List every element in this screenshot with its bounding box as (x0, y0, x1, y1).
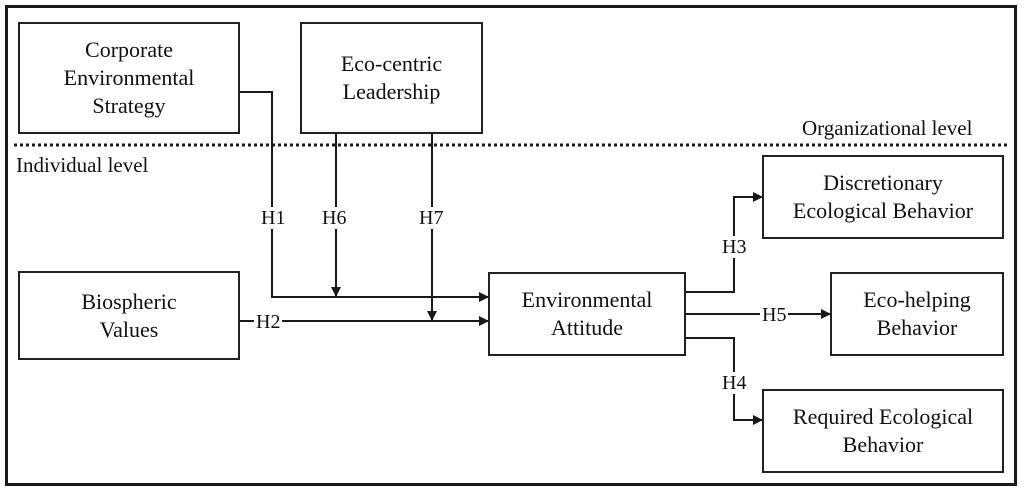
hypothesis-h1-label: H1 (259, 207, 288, 229)
hypothesis-h7-label: H7 (417, 207, 446, 229)
eco-helping-behavior-label: Eco-helping Behavior (863, 287, 971, 340)
environmental-attitude-label: Environmental Attitude (521, 287, 653, 340)
path-h1 (240, 91, 489, 302)
discretionary-ecological-behavior-box: Discretionary Ecological Behavior (762, 155, 1004, 239)
diagram-frame (5, 5, 1017, 486)
corporate-environmental-strategy-box: Corporate Environmental Strategy (18, 22, 240, 134)
organizational-level-label: Organizational level (802, 116, 973, 140)
hypothesis-h3-label: H3 (720, 236, 749, 258)
discretionary-ecological-behavior-label: Discretionary Ecological Behavior (792, 170, 974, 223)
hypothesis-h4-label: H4 (720, 372, 749, 394)
corporate-environmental-strategy-label: Corporate Environmental Strategy (63, 37, 195, 118)
biospheric-values-box: Biospheric Values (18, 271, 240, 360)
hypothesis-h6-label: H6 (320, 207, 349, 229)
required-ecological-behavior-label: Required Ecological Behavior (792, 404, 974, 457)
biospheric-values-label: Biospheric Values (81, 288, 177, 342)
environmental-attitude-box: Environmental Attitude (488, 272, 686, 356)
hypothesis-h2-label: H2 (254, 311, 283, 333)
eco-helping-behavior-box: Eco-helping Behavior (830, 272, 1004, 356)
eco-centric-leadership-box: Eco-centric Leadership (300, 22, 483, 134)
hypothesis-h5-label: H5 (760, 304, 789, 326)
individual-level-label: Individual level (16, 153, 149, 177)
eco-centric-leadership-label: Eco-centric Leadership (340, 51, 443, 104)
required-ecological-behavior-box: Required Ecological Behavior (762, 389, 1004, 473)
